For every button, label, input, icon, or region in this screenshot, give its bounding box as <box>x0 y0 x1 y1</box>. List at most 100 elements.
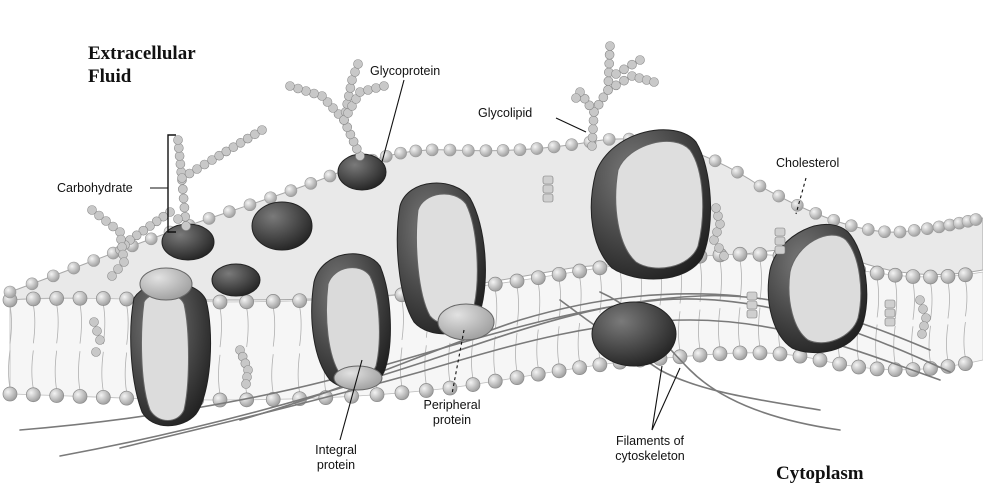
sugar-bead <box>364 86 373 95</box>
sugar-bead <box>922 314 931 323</box>
sugar-bead <box>372 84 381 93</box>
cholesterol-ring <box>885 300 895 308</box>
cholesterol-ring <box>543 176 553 184</box>
phospholipid-head <box>426 144 438 156</box>
phospholipid-head <box>603 133 615 145</box>
phospholipid-head <box>921 223 933 235</box>
phospholipid-head <box>244 199 256 211</box>
sugar-bead <box>108 272 117 281</box>
sugar-bead <box>294 84 303 93</box>
cholesterol-ring <box>775 237 785 245</box>
sugar-bead <box>720 252 729 261</box>
sugar-bead <box>96 336 105 345</box>
phospholipid-head <box>443 381 457 395</box>
sugar-bead <box>713 228 722 237</box>
cholesterol-ring <box>885 318 895 326</box>
phospholipid-head <box>709 155 721 167</box>
integral-label-line2: protein <box>306 458 366 473</box>
phospholipid-head <box>548 141 560 153</box>
phospholipid-head <box>73 291 87 305</box>
phospholipid-head <box>733 247 747 261</box>
phospholipid-head <box>26 278 38 290</box>
extracellular-title-line1: Extracellular <box>88 42 196 65</box>
sugar-bead <box>356 88 365 97</box>
phospholipid-head <box>958 357 972 371</box>
phospholipid-head <box>810 207 822 219</box>
phospholipid-head <box>514 144 526 156</box>
phospholipid-head <box>852 360 866 374</box>
sugar-bead <box>604 86 613 95</box>
cholesterol-ring <box>775 246 785 254</box>
phospholipid-head <box>732 166 744 178</box>
phospholipid-head <box>888 268 902 282</box>
sugar-bead <box>588 133 597 142</box>
sugar-bead <box>351 68 360 77</box>
phospholipid-head <box>466 378 480 392</box>
phospholipid-head <box>395 147 407 159</box>
sugar-bead <box>318 92 327 101</box>
phospholipid-head <box>120 292 134 306</box>
phospholipid-head <box>88 255 100 267</box>
sugar-bead <box>612 70 621 79</box>
filaments-label-line2: cytoskeleton <box>600 449 700 464</box>
sugar-bead <box>174 144 183 153</box>
phospholipid-head <box>510 371 524 385</box>
sugar-bead <box>712 204 721 213</box>
phospholipid-head <box>3 387 17 401</box>
phospholipid-head <box>50 389 64 403</box>
sugar-bead <box>588 142 597 151</box>
cholesterol-ring <box>747 310 757 318</box>
extracellular-title-line2: Fluid <box>88 65 196 88</box>
phospholipid-head <box>285 185 297 197</box>
sugar-bead <box>916 296 925 305</box>
phospholipid-head <box>203 212 215 224</box>
phospholipid-head <box>488 277 502 291</box>
phospholipid-head <box>870 362 884 376</box>
sugar-bead <box>650 78 659 87</box>
integral-label-line1: Integral <box>306 443 366 458</box>
cholesterol-ring <box>543 194 553 202</box>
phospholipid-head <box>933 221 945 233</box>
sugar-bead <box>286 82 295 91</box>
phospholipid-head <box>47 270 59 282</box>
sugar-bead <box>242 380 251 389</box>
phospholipid-head <box>862 224 874 236</box>
phospholipid-head <box>26 388 40 402</box>
phospholipid-head <box>879 226 891 238</box>
sugar-bead <box>93 327 102 336</box>
sugar-bead <box>920 322 929 331</box>
phospholipid-head <box>510 274 524 288</box>
sugar-bead <box>176 160 185 169</box>
cholesterol-ring <box>543 185 553 193</box>
cholesterol-ring <box>747 292 757 300</box>
phospholipid-head <box>593 261 607 275</box>
phospholipid-head <box>293 294 307 308</box>
filament-leader-b <box>652 368 680 430</box>
phospholipid-head <box>753 247 767 261</box>
sugar-bead <box>179 194 188 203</box>
phospholipid-head <box>370 388 384 402</box>
phospholipid-head <box>488 374 502 388</box>
glycolipid-label: Glycolipid <box>478 106 532 121</box>
phospholipid-head <box>324 170 336 182</box>
integral-protein-label: Integral protein <box>306 443 366 473</box>
sugar-bead <box>310 89 319 98</box>
filaments-label: Filaments of cytoskeleton <box>600 434 700 464</box>
phospholipid-head <box>958 268 972 282</box>
sugar-bead <box>605 50 614 59</box>
cholesterol-ring <box>885 309 895 317</box>
glycolipid-leader <box>556 118 586 132</box>
phospholipid-head <box>593 358 607 372</box>
sugar-bead <box>180 203 189 212</box>
phospholipid-head <box>462 145 474 157</box>
phospholipid-head <box>531 367 545 381</box>
sugar-bead <box>606 42 615 51</box>
extracellular-fluid-title: Extracellular Fluid <box>88 42 196 88</box>
sugar-bead <box>919 305 928 314</box>
sugar-bead <box>636 56 645 65</box>
sugar-bead <box>354 60 363 69</box>
sugar-bead <box>628 60 637 69</box>
phospholipid-head <box>531 271 545 285</box>
phospholipid-head <box>693 348 707 362</box>
